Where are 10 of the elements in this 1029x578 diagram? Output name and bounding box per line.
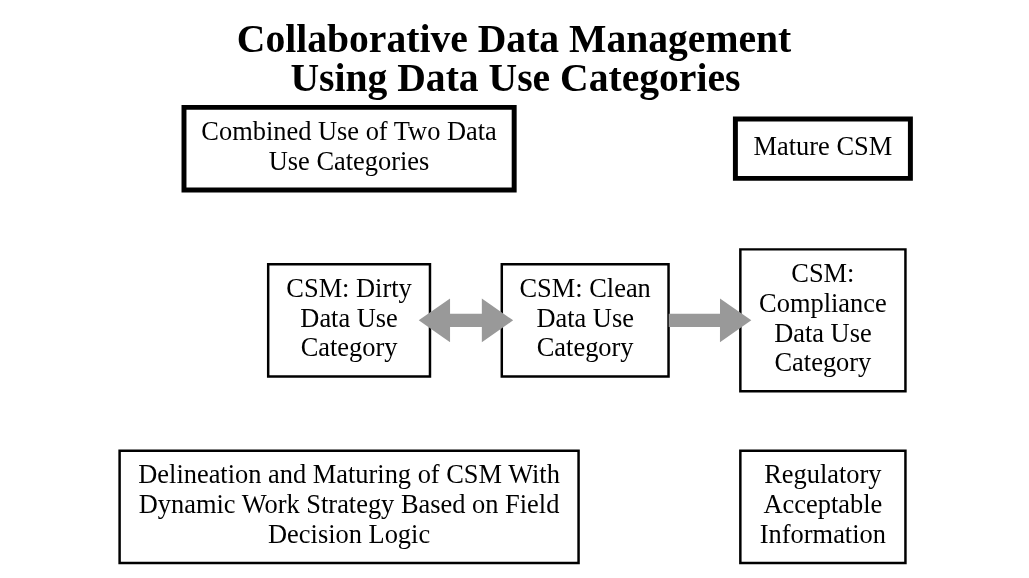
node-box: Combined Use of Two Data Use Categories: [181, 104, 517, 193]
arrow: [668, 298, 751, 343]
node-box: CSM: Compliance Data Use Category: [738, 248, 907, 393]
node-box: Regulatory Acceptable Information: [738, 449, 907, 565]
node-box: Mature CSM: [732, 116, 913, 181]
node-box: Delineation and Maturing of CSM With Dynamic Work Strategy Based on Field Decision Logic: [117, 449, 580, 565]
node-box: CSM: Dirty Data Use Category: [266, 263, 431, 378]
node-box: CSM: Clean Data Use Category: [500, 263, 670, 378]
arrow: [418, 298, 513, 343]
diagram-title: Collaborative Data Management Using Data Use Categories: [236, 16, 791, 101]
